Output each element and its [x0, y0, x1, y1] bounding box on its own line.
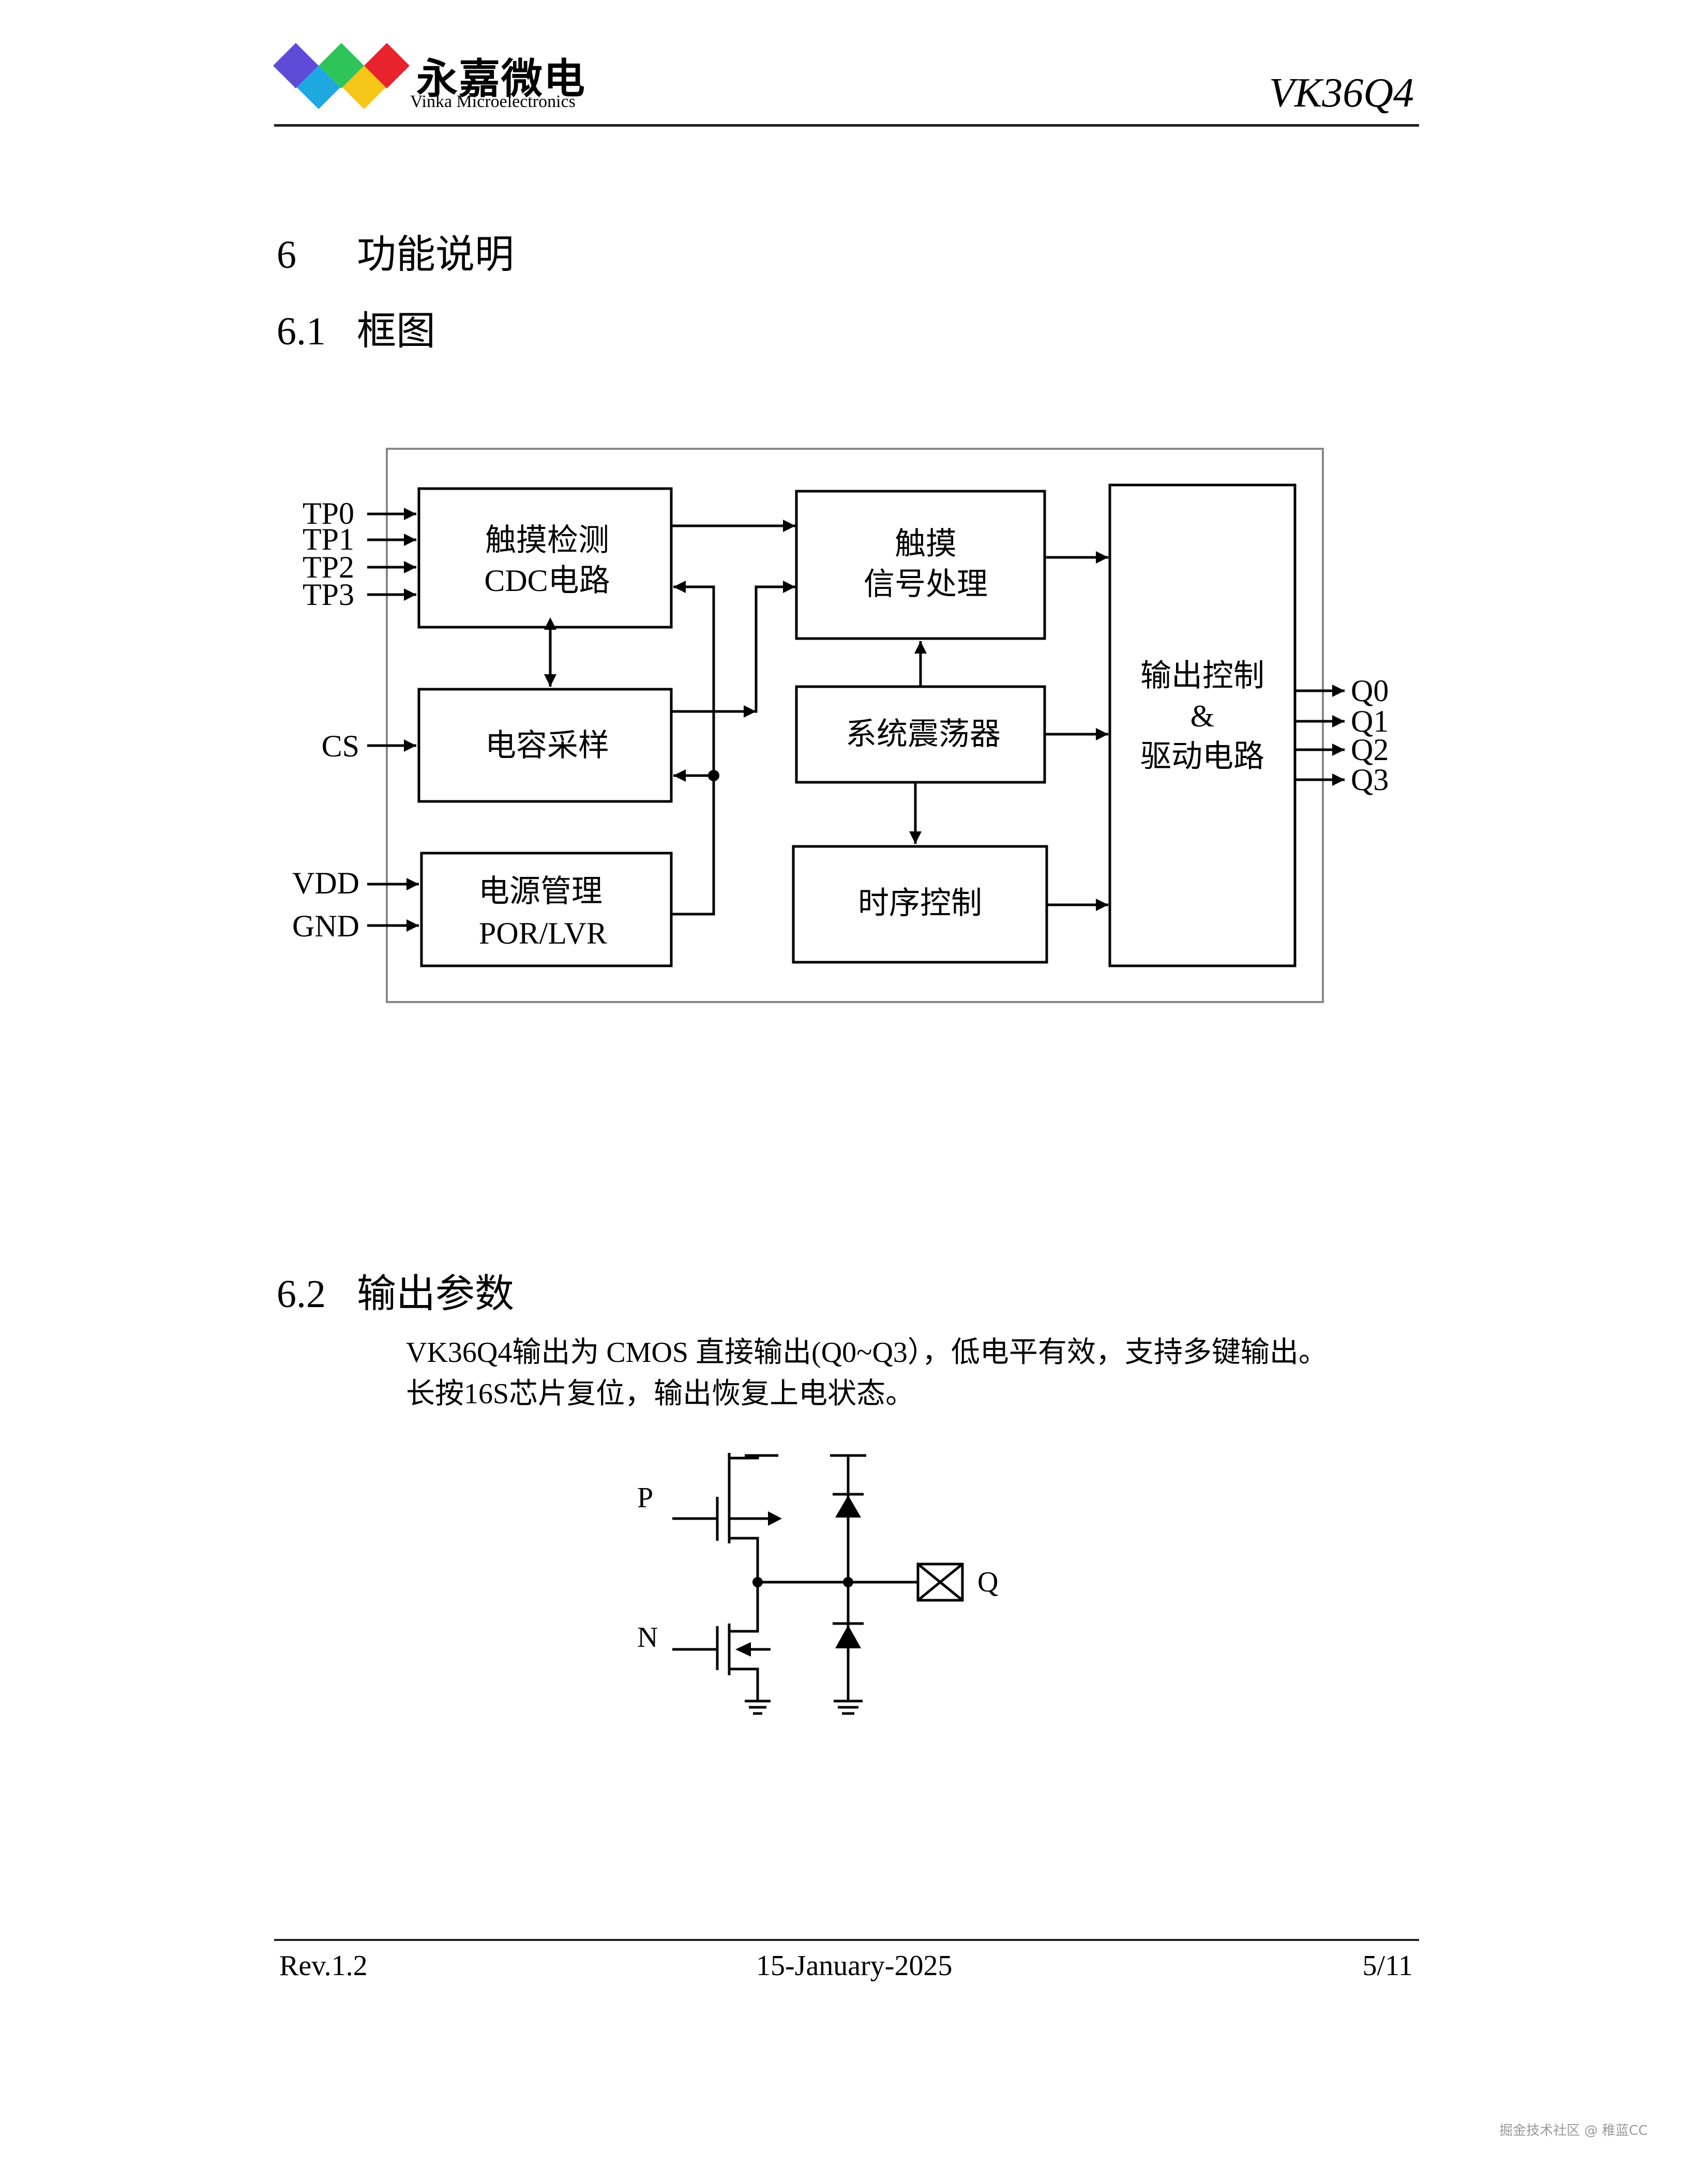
n-arrow	[735, 1642, 751, 1657]
junction-dot	[752, 1577, 763, 1587]
header-divider	[274, 124, 1419, 127]
section-title: 框图	[357, 310, 435, 353]
top-diode	[835, 1495, 861, 1518]
company-logo	[273, 43, 410, 109]
footer-date: 15-January-2025	[756, 1950, 953, 1982]
touch-signal-label-2: 信号处理	[864, 567, 988, 601]
oscillator-label: 系统震荡器	[846, 717, 1001, 751]
p-label: P	[637, 1482, 653, 1514]
cap-sample-block	[417, 688, 673, 803]
touch-detect-label-2: CDC电路	[484, 564, 610, 598]
section-title: 输出参数	[357, 1272, 514, 1316]
logo-diamond-red	[364, 43, 410, 88]
output-description-line-2: 长按16S芯片复位，输出恢复上电状态。	[406, 1378, 915, 1410]
touch-detect-block	[417, 487, 673, 629]
power-label-2: POR/LVR	[479, 916, 607, 950]
tp2-label: TP2	[303, 550, 354, 584]
section-number: 6.2	[277, 1272, 326, 1316]
q2-label: Q2	[1351, 733, 1389, 767]
footer-divider	[274, 1939, 1419, 1941]
section-6-2-heading: 6.2 输出参数	[277, 1262, 514, 1318]
tp3-label: TP3	[303, 578, 354, 612]
cs-label: CS	[322, 729, 359, 763]
cap-sample-label: 电容采样	[485, 729, 609, 763]
company-name: 永嘉微电	[416, 55, 586, 103]
output-description-line-1: VK36Q4输出为 CMOS 直接输出(Q0~Q3），低电平有效，支持多键输出。	[406, 1337, 1328, 1369]
vdd-label: VDD	[292, 866, 359, 900]
p-arrow	[768, 1511, 782, 1526]
junction-dot	[843, 1577, 853, 1587]
document-code: VK36Q4	[1269, 70, 1414, 116]
company-english-name: Vinka Microelectronics	[410, 92, 576, 111]
power-block	[420, 852, 673, 967]
tp1-label: TP1	[303, 522, 354, 556]
output-ctrl-label-3: 驱动电路	[1140, 739, 1264, 774]
footer-revision: Rev.1.2	[279, 1950, 368, 1982]
q1-label: Q1	[1351, 704, 1389, 738]
junction-dot	[708, 770, 719, 781]
bottom-diode	[835, 1625, 861, 1648]
section-title: 功能说明	[357, 233, 514, 277]
output-ctrl-label-1: 输出控制	[1140, 659, 1264, 693]
output-pad	[916, 1563, 964, 1602]
power-label-1: 电源管理	[478, 874, 602, 908]
n-label: N	[637, 1621, 658, 1654]
footer-page-number: 5/11	[1362, 1950, 1413, 1982]
touch-signal-label-1: 触摸	[895, 527, 957, 561]
timing-label: 时序控制	[858, 886, 982, 920]
q-label: Q	[977, 1566, 998, 1598]
watermark: 掘金技术社区 @ 稚蓝CC	[1499, 2123, 1648, 2138]
q0-label: Q0	[1351, 674, 1389, 708]
section-number: 6	[277, 233, 296, 277]
touch-signal-block	[795, 490, 1046, 640]
power-feed-line	[671, 581, 715, 916]
sample-to-signal-path	[671, 581, 795, 713]
gnd-label: GND	[292, 909, 359, 943]
cmos-output-circuit: P N Q	[637, 1453, 998, 1715]
tp0-label: TP0	[303, 496, 354, 530]
output-ctrl-block	[1108, 483, 1297, 967]
section-6-1-heading: 6.1 框图	[277, 299, 435, 356]
section-6-heading: 6 功能说明	[277, 222, 514, 279]
q3-label: Q3	[1351, 763, 1389, 797]
block-diagram: TP0 TP1 TP2 TP3 CS VDD GND 触摸检测 CDC电路 电容…	[292, 448, 1389, 1003]
touch-detect-label-1: 触摸检测	[485, 523, 609, 557]
section-number: 6.1	[277, 310, 326, 353]
output-ctrl-label-2: &	[1190, 699, 1215, 733]
diagram-frame	[386, 448, 1324, 1003]
